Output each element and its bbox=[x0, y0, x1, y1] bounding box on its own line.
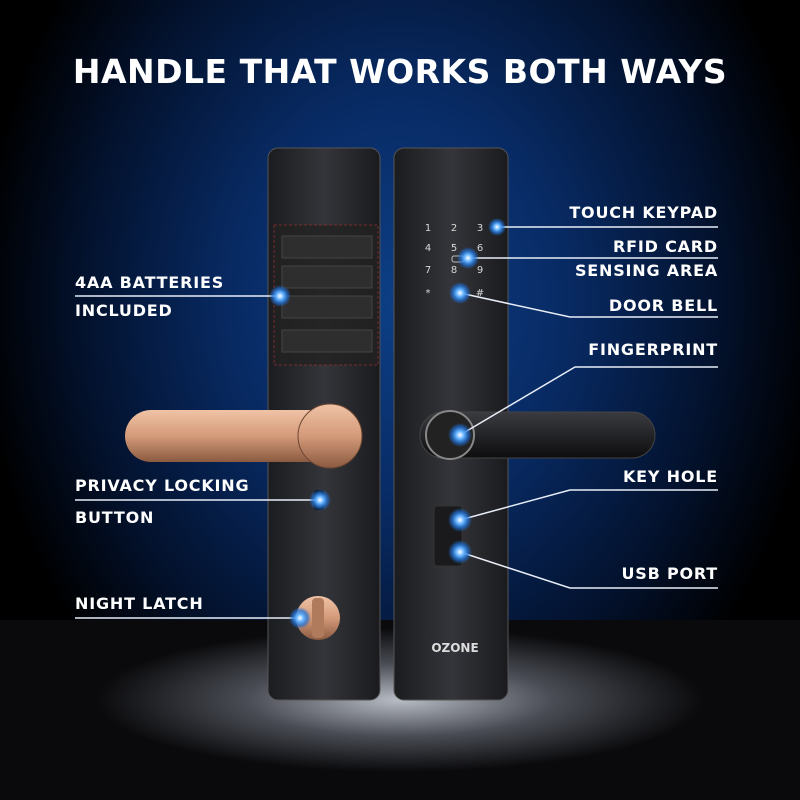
label-batteries-2: INCLUDED bbox=[75, 301, 173, 320]
headline: HANDLE THAT WORKS BOTH WAYS bbox=[72, 52, 728, 91]
keypad-key[interactable]: 4 bbox=[425, 243, 431, 254]
copper-handle-rose bbox=[297, 403, 363, 469]
keypad-key[interactable]: 2 bbox=[451, 223, 457, 234]
brand-logo: OZONE bbox=[431, 641, 478, 655]
callout-lines bbox=[75, 226, 718, 619]
label-rfid-2: SENSING AREA bbox=[574, 261, 718, 280]
keypad-key[interactable]: 3 bbox=[477, 223, 483, 234]
keypad-key[interactable]: 5 bbox=[451, 243, 457, 254]
night-latch-grip bbox=[312, 598, 324, 638]
label-night-latch: NIGHT LATCH bbox=[75, 594, 204, 613]
label-key-hole: KEY HOLE bbox=[622, 467, 718, 486]
label-privacy-1: PRIVACY LOCKING bbox=[75, 476, 250, 495]
keypad-key[interactable]: 6 bbox=[477, 243, 483, 254]
battery bbox=[281, 295, 373, 319]
keypad-key[interactable]: * bbox=[426, 288, 431, 299]
label-fingerprint: FINGERPRINT bbox=[588, 340, 718, 359]
label-batteries-1: 4AA BATTERIES bbox=[75, 273, 225, 292]
callout-dots bbox=[269, 218, 506, 629]
battery bbox=[281, 235, 373, 259]
label-usb-port: USB PORT bbox=[621, 564, 718, 583]
label-rfid-1: RFID CARD bbox=[613, 237, 718, 256]
label-door-bell: DOOR BELL bbox=[608, 296, 718, 315]
battery bbox=[281, 265, 373, 289]
keypad-key[interactable]: 1 bbox=[425, 223, 431, 234]
label-privacy-2: BUTTON bbox=[75, 508, 155, 527]
keypad-key[interactable]: # bbox=[476, 288, 484, 299]
keypad-key[interactable]: 8 bbox=[451, 265, 457, 276]
keypad-key[interactable]: 9 bbox=[477, 265, 483, 276]
keypad-key[interactable]: 7 bbox=[425, 265, 431, 276]
label-touch-keypad: TOUCH KEYPAD bbox=[569, 203, 718, 222]
keypad: 1 2 3 4 5 6 7 8 9 * # bbox=[425, 223, 484, 299]
battery bbox=[281, 329, 373, 353]
